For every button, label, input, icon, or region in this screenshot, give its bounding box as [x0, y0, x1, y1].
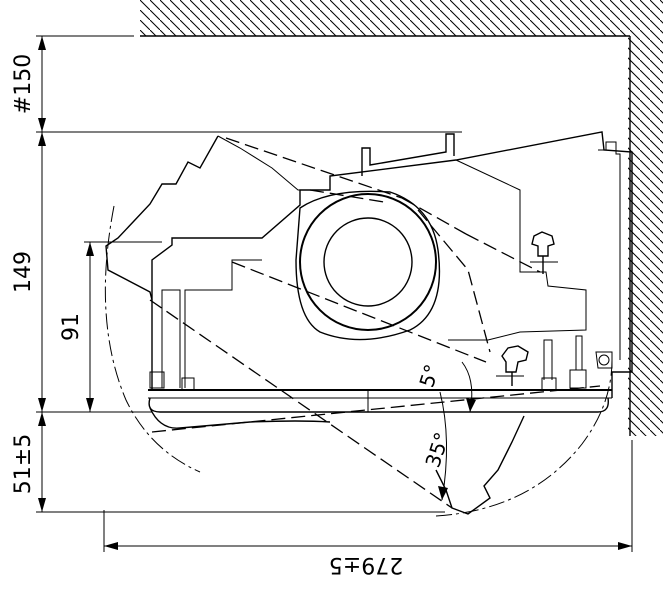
angle-small-label: 5°	[414, 361, 444, 390]
dim-line-51	[38, 412, 46, 512]
ceiling-slab	[140, 0, 663, 37]
dim-line-149	[38, 132, 46, 412]
swing-lines	[149, 137, 601, 509]
unit-body	[148, 131, 633, 413]
extension-lines	[36, 35, 633, 552]
dim-line-91	[86, 242, 94, 412]
dim-unit-height: 149	[11, 251, 36, 293]
angle-large-label: 35°	[420, 429, 454, 470]
dim-panel-height: 91	[59, 313, 84, 341]
tilted-panel-outline	[105, 135, 525, 515]
swing-arcs	[104, 205, 613, 517]
pipe-fitting-upper	[530, 231, 558, 274]
dim-panel-drop: 51±5	[11, 434, 36, 494]
dim-overall-width: 279±5	[329, 552, 403, 577]
dim-line-150	[38, 36, 46, 132]
side-wall	[628, 36, 663, 436]
dim-ceiling-clearance: #150	[11, 54, 36, 114]
pipe-fitting-lower	[496, 345, 529, 386]
dim-line-279	[104, 542, 632, 550]
